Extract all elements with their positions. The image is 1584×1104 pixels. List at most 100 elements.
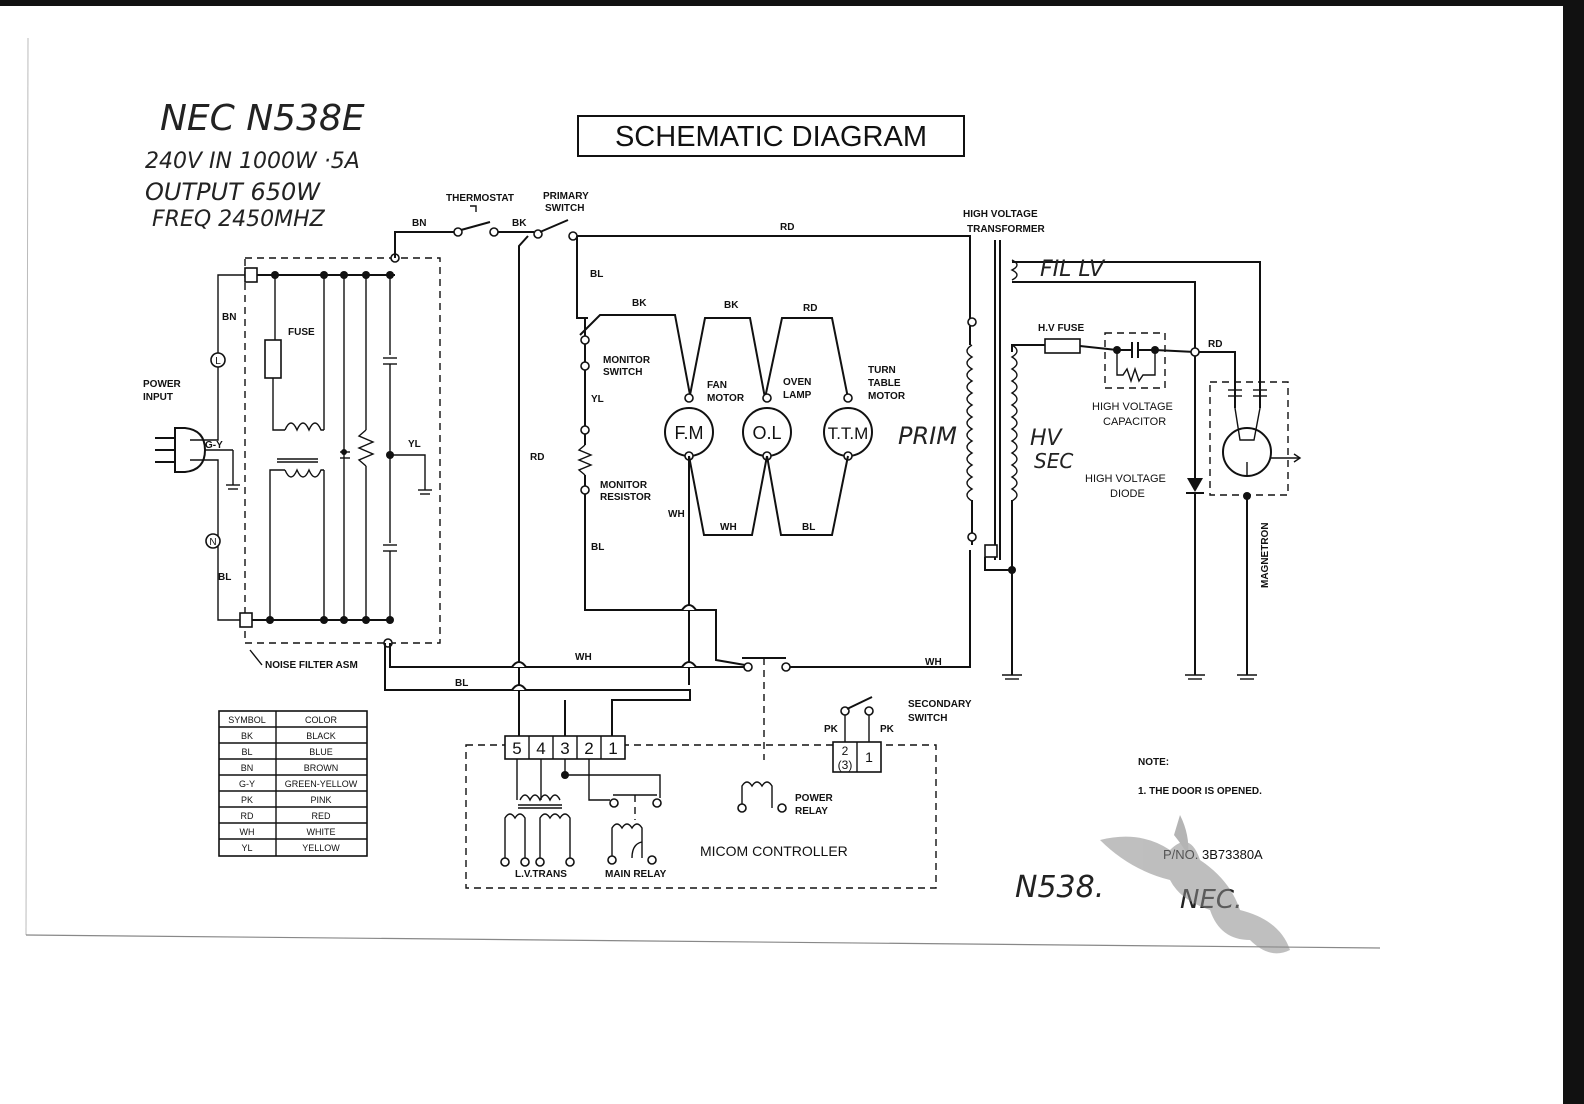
power-relay-label-2: RELAY bbox=[795, 806, 828, 817]
thermostat-contact-a bbox=[453, 227, 463, 237]
wire-label-bn-top: BN bbox=[412, 218, 426, 229]
power-relay-coil bbox=[741, 781, 773, 808]
primary-switch-label-1: PRIMARY bbox=[543, 191, 589, 202]
power-input-label-2: INPUT bbox=[143, 392, 173, 403]
thermostat-contact-b bbox=[489, 227, 499, 237]
fan-motor-symbol: F.M bbox=[675, 423, 704, 443]
turntable-label-1: TURN bbox=[868, 365, 896, 376]
terminal-l-label: L bbox=[215, 356, 221, 367]
handwritten-hv: HV bbox=[1030, 426, 1064, 451]
chassis-ground-icon bbox=[226, 484, 240, 490]
legend-color: WHITE bbox=[307, 827, 336, 837]
handwritten-prim: PRIM bbox=[898, 422, 957, 450]
sec-switch-pin-3: (3) bbox=[838, 758, 853, 772]
wire-label-bk-lamp: BK bbox=[724, 300, 739, 311]
filter-choke-top bbox=[284, 422, 324, 432]
sec-switch-pin-2: 2 bbox=[842, 744, 849, 758]
handwritten-line1: 240V IN 1000W ·5A bbox=[145, 149, 360, 174]
lv-trans-primary bbox=[519, 794, 561, 802]
hv-diode-label-1: HIGH VOLTAGE bbox=[1085, 473, 1166, 485]
monitor-switch-contact-a bbox=[580, 335, 590, 345]
wire-label-bl-input: BL bbox=[218, 572, 231, 583]
hv-transformer-label-1: HIGH VOLTAGE bbox=[963, 209, 1038, 220]
noise-filter-label: NOISE FILTER ASM bbox=[265, 660, 358, 671]
lv-trans-secondary-a bbox=[504, 813, 526, 860]
lv-trans-label: L.V.TRANS bbox=[515, 869, 567, 880]
wire-label-rd-vertical: RD bbox=[530, 452, 544, 463]
wire-label-wh-bus: WH bbox=[575, 652, 592, 663]
paper-left-edge bbox=[25, 37, 29, 936]
monitor-switch-label-1: MONITOR bbox=[603, 355, 651, 366]
monitor-switch-contact-b bbox=[580, 361, 590, 371]
note-heading: NOTE: bbox=[1138, 757, 1169, 768]
title-box bbox=[577, 115, 965, 157]
filter-choke-bottom bbox=[284, 468, 324, 478]
wire-label-rd-top: RD bbox=[780, 222, 794, 233]
hv-diode-label-2: DIODE bbox=[1110, 488, 1145, 500]
wire-label-bl-switch: BL bbox=[590, 269, 603, 280]
fan-motor-label-2: MOTOR bbox=[707, 393, 745, 404]
power-relay-label-1: POWER bbox=[795, 793, 834, 804]
filter-junction-dots bbox=[266, 271, 394, 624]
noise-filter-box bbox=[244, 257, 441, 644]
wire-label-wh-return: WH bbox=[925, 657, 942, 668]
lv-trans-secondary-b bbox=[539, 813, 571, 860]
wire-label-bl-bottom: BL bbox=[455, 678, 468, 689]
handwritten-sec: SEC bbox=[1034, 449, 1073, 473]
micom-box bbox=[465, 744, 937, 889]
hv-transformer bbox=[966, 240, 1018, 560]
wire-label-bl-ttm: BL bbox=[802, 522, 815, 533]
paper-bottom-edge bbox=[25, 934, 1381, 949]
oven-lamp-label-2: LAMP bbox=[783, 390, 812, 401]
legend-color: YELLOW bbox=[302, 843, 340, 853]
connector-pin-4: 4 bbox=[536, 739, 545, 758]
wire-label-rd-hv: RD bbox=[1208, 339, 1222, 350]
legend-symbol: BL bbox=[241, 747, 252, 757]
filter-terminal-bottom bbox=[239, 612, 253, 628]
wire-label-bl-monitor: BL bbox=[591, 542, 604, 553]
secondary-switch-label-1: SECONDARY bbox=[908, 699, 972, 710]
thermostat-label: THERMOSTAT bbox=[446, 193, 514, 204]
monitor-switch-label-2: SWITCH bbox=[603, 367, 642, 378]
wire-label-bk-fan: BK bbox=[632, 298, 647, 309]
thermostat bbox=[460, 221, 491, 231]
paper-stain bbox=[1100, 815, 1290, 954]
legend-symbol: RD bbox=[241, 811, 254, 821]
filter-resistor bbox=[357, 429, 375, 467]
monitor-resistor-label-1: MONITOR bbox=[600, 480, 648, 491]
oven-lamp-label-1: OVEN bbox=[783, 377, 811, 388]
hv-capacitor-label-2: CAPACITOR bbox=[1103, 416, 1166, 428]
main-relay-coil bbox=[611, 823, 643, 858]
handwritten-bottom-model: N538. bbox=[1015, 870, 1104, 905]
primary-switch-label-2: SWITCH bbox=[545, 203, 584, 214]
terminal-n bbox=[205, 533, 221, 549]
terminal-n-label: N bbox=[209, 537, 216, 548]
micom-connector: 5 4 3 2 1 bbox=[504, 735, 626, 760]
legend-color: BLUE bbox=[309, 747, 333, 757]
filter-terminal-top bbox=[244, 267, 258, 283]
legend-symbol: G-Y bbox=[239, 779, 255, 789]
connector-pin-3: 3 bbox=[560, 739, 569, 758]
wire-label-yl-monitor: YL bbox=[591, 394, 604, 405]
legend-header-color: COLOR bbox=[305, 715, 338, 725]
power-plug-icon bbox=[155, 427, 207, 473]
relay-contact-b bbox=[781, 662, 791, 672]
handwritten-model: NEC N538E bbox=[160, 98, 365, 139]
diode-ground-icon bbox=[1185, 674, 1205, 680]
legend-symbol: BN bbox=[241, 763, 254, 773]
handwritten-line2: OUTPUT 650W bbox=[145, 178, 321, 206]
hv-transformer-label-2: TRANSFORMER bbox=[967, 224, 1046, 235]
hv-capacitor-box bbox=[1104, 332, 1166, 389]
legend-symbol: BK bbox=[241, 731, 253, 741]
connector-pin-1: 1 bbox=[608, 739, 617, 758]
diagram-title: SCHEMATIC DIAGRAM bbox=[615, 121, 927, 153]
hv-fuse-label: H.V FUSE bbox=[1038, 323, 1084, 334]
legend-color: GREEN-YELLOW bbox=[285, 779, 358, 789]
wire-label-bn-input: BN bbox=[222, 312, 236, 323]
legend-header-symbol: SYMBOL bbox=[228, 715, 266, 725]
legend-symbol: YL bbox=[241, 843, 252, 853]
wire-label-yl-filter: YL bbox=[408, 439, 421, 450]
monitor-resistor bbox=[577, 444, 593, 476]
hv-capacitor-label-1: HIGH VOLTAGE bbox=[1092, 401, 1173, 413]
